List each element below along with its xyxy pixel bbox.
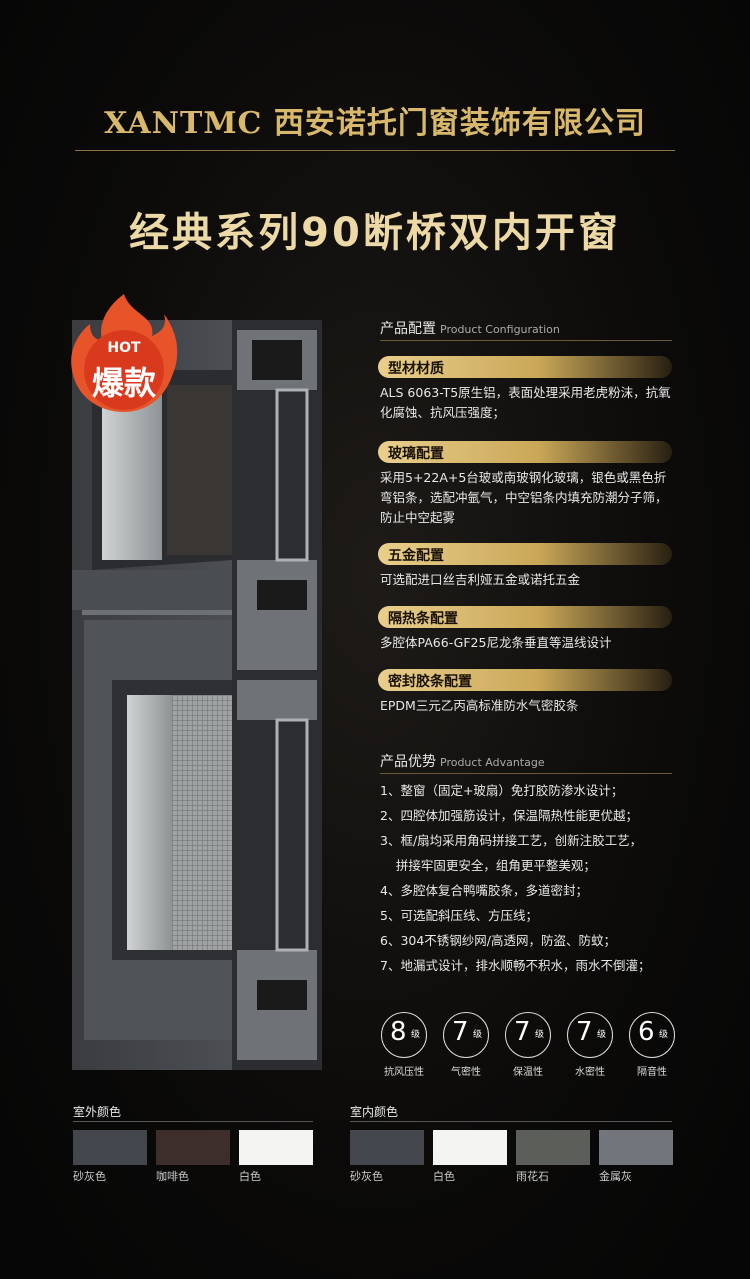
indoor-colors-divider	[350, 1121, 672, 1122]
config-text-thermal-strip: 多腔体PA66-GF25尼龙条垂直等温线设计	[380, 635, 612, 650]
advantage-item: 2、四腔体加强筋设计，保温隔热性能更优越；	[380, 808, 638, 823]
flame-icon	[71, 294, 178, 412]
advantage-item: 1、整窗（固定+玻扇）免打胶防渗水设计；	[380, 783, 624, 798]
product-title: 经典系列90断桥双内开窗	[129, 210, 621, 256]
config-text-glass: 采用5+22A+5台玻或南玻钢化玻璃，银色或黑色折弯铝条，选配冲氩气，中空铝条内…	[380, 470, 668, 525]
config-label-glass: 玻璃配置	[378, 441, 672, 463]
header-divider	[75, 150, 675, 151]
config-text-material: ALS 6063-T5原生铝，表面处理采用老虎粉沫，抗氧化腐蚀、抗风压强度；	[380, 385, 671, 420]
color-swatch-indoor[interactable]	[433, 1130, 507, 1165]
config-label-thermal-strip: 隔热条配置	[378, 606, 672, 628]
color-swatch-label: 砂灰色	[73, 1170, 106, 1183]
advantage-item: 7、地漏式设计，排水顺畅不积水，雨水不倒灌；	[380, 958, 651, 973]
color-swatch-outdoor[interactable]	[156, 1130, 230, 1165]
color-swatch-label: 雨花石	[516, 1170, 549, 1183]
advantage-list: 1、整窗（固定+玻扇）免打胶防渗水设计； 2、四腔体加强筋设计，保温隔热性能更优…	[380, 778, 650, 978]
color-swatch-indoor[interactable]	[516, 1130, 590, 1165]
color-swatch-outdoor[interactable]	[73, 1130, 147, 1165]
hot-label: HOT	[107, 340, 141, 356]
advantage-item: 3、框/扇均采用角码拼接工艺，创新注胶工艺，	[380, 833, 643, 848]
outdoor-colors-divider	[73, 1121, 313, 1122]
color-swatch-label: 砂灰色	[350, 1170, 383, 1183]
hot-badge: HOT 爆款	[68, 292, 180, 414]
advantage-item: 5、可选配斜压线、方压线；	[380, 908, 538, 923]
config-label-seal: 密封胶条配置	[378, 669, 672, 691]
window-profile-illustration	[72, 320, 322, 1070]
advantage-divider	[380, 773, 672, 774]
config-label-hardware: 五金配置	[378, 543, 672, 565]
color-swatch-indoor[interactable]	[350, 1130, 424, 1165]
advantage-item: 4、多腔体复合鸭嘴胶条，多道密封；	[380, 883, 588, 898]
config-label-material: 型材材质	[378, 356, 672, 378]
color-swatch-label: 咖啡色	[156, 1170, 189, 1183]
config-text-hardware: 可选配进口丝吉利娅五金或诺托五金	[380, 572, 581, 587]
config-text-seal: EPDM三元乙丙高标准防水气密胶条	[380, 698, 579, 713]
color-swatch-label: 白色	[239, 1170, 261, 1183]
color-swatch-outdoor[interactable]	[239, 1130, 313, 1165]
advantage-item: 拼接牢固更安全，组角更平整美观；	[380, 858, 596, 873]
config-divider	[380, 340, 672, 341]
color-swatch-indoor[interactable]	[599, 1130, 673, 1165]
indoor-colors-heading: 室内颜色	[350, 1105, 399, 1119]
hot-main-label: 爆款	[91, 364, 156, 402]
color-swatch-label: 白色	[433, 1170, 455, 1183]
company-brand: XANTMC 西安诺托门窗装饰有限公司	[104, 106, 646, 141]
outdoor-colors-heading: 室外颜色	[73, 1105, 122, 1119]
advantage-item: 6、304不锈钢纱网/高透网，防盗、防蚊；	[380, 933, 617, 948]
color-swatch-label: 金属灰	[599, 1170, 632, 1183]
